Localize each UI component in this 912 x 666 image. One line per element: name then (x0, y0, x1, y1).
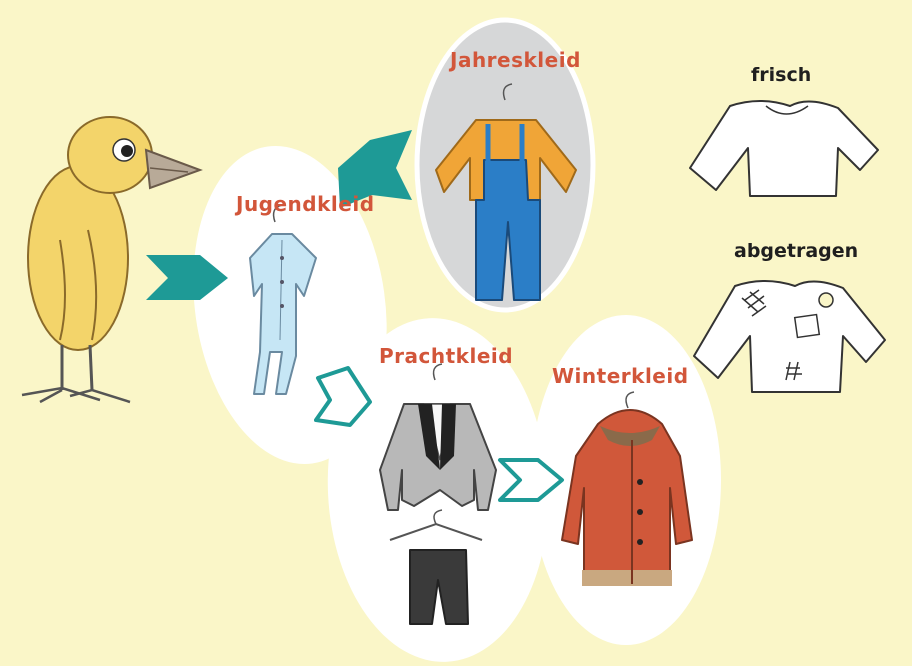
fresh-sweater-illustration (690, 101, 878, 196)
label-frisch: frisch (751, 64, 811, 86)
label-winterkleid: Winterkleid (552, 364, 689, 388)
label-jugendkleid: Jugendkleid (236, 192, 375, 216)
label-prachtkleid: Prachtkleid (379, 344, 513, 368)
label-abgetragen: abgetragen (734, 240, 858, 262)
label-jahreskleid: Jahreskleid (450, 48, 581, 72)
worn-sweater-illustration (694, 281, 885, 392)
